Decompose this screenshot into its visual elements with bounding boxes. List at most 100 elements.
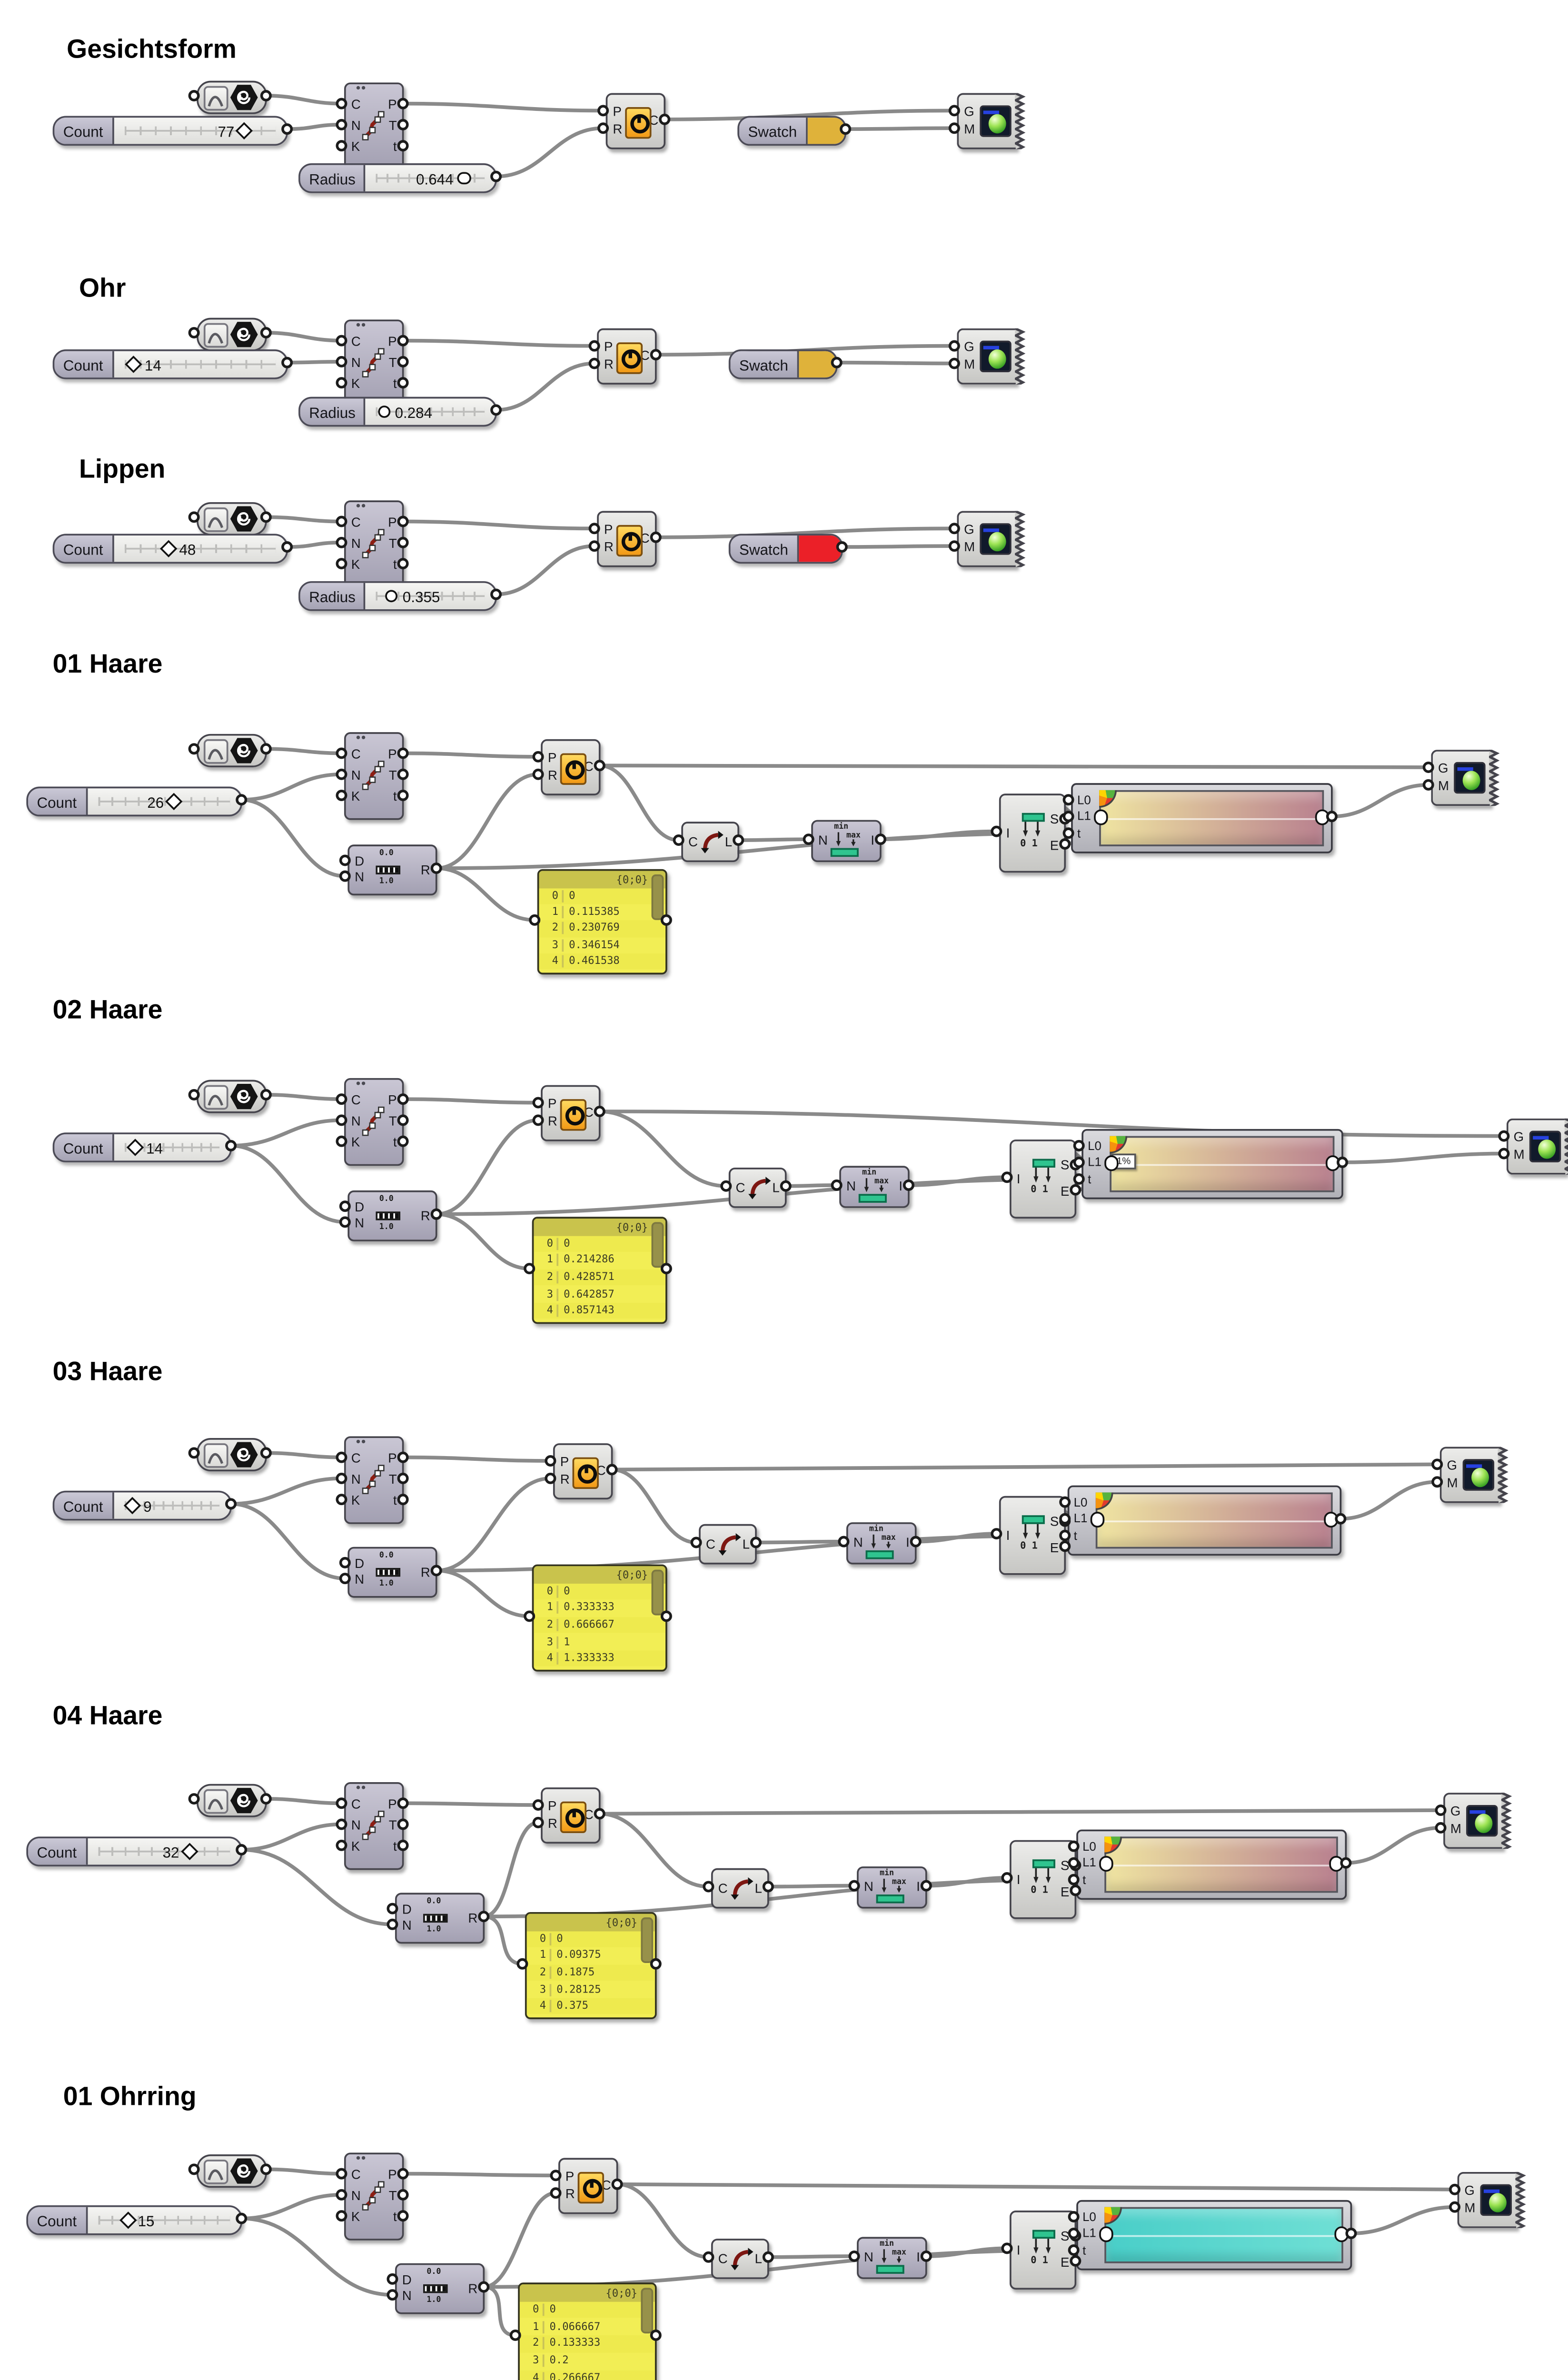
curve-parameter[interactable] bbox=[197, 80, 267, 114]
slider-grip[interactable] bbox=[127, 1139, 145, 1156]
gradient-left-grip[interactable] bbox=[1103, 1155, 1119, 1171]
gradient-fill[interactable] bbox=[1104, 1836, 1338, 1893]
slider-grip-group[interactable]: 48 bbox=[160, 536, 196, 562]
slider-track[interactable]: 32 bbox=[87, 1838, 240, 1864]
panel-scrollbar[interactable] bbox=[651, 873, 663, 920]
slider-track[interactable]: 48 bbox=[114, 536, 287, 562]
colour-swatch[interactable]: Swatch bbox=[728, 534, 843, 564]
graph-mapper-button[interactable] bbox=[203, 739, 228, 764]
graph-mapper-button[interactable] bbox=[203, 322, 228, 348]
graph-mapper-button[interactable] bbox=[203, 507, 228, 533]
graph-mapper-button[interactable] bbox=[203, 2159, 228, 2185]
gradient-left-grip[interactable] bbox=[1098, 2226, 1113, 2242]
slider-grip-group[interactable]: 77 bbox=[218, 118, 254, 144]
gradient-right-grip[interactable] bbox=[1333, 2226, 1349, 2242]
slider-track[interactable]: 15 bbox=[87, 2207, 240, 2233]
slider-grip[interactable] bbox=[457, 171, 471, 185]
gradient-left-grip[interactable] bbox=[1089, 1512, 1105, 1527]
slider-track[interactable]: 9 bbox=[114, 1492, 230, 1518]
graph-mapper-button[interactable] bbox=[203, 1789, 228, 1815]
slider-grip-group[interactable]: 14 bbox=[127, 1134, 163, 1160]
gradient-right-grip[interactable] bbox=[1328, 1856, 1343, 1871]
graph-mapper-button[interactable] bbox=[203, 1084, 228, 1111]
slider-grip-group[interactable]: 0.284 bbox=[377, 398, 432, 425]
graph-mapper-button[interactable] bbox=[203, 85, 228, 111]
slider-grip-group[interactable]: 0.644 bbox=[416, 165, 471, 191]
panel-scrollbar[interactable] bbox=[651, 1221, 663, 1267]
gradient-right-grip[interactable] bbox=[1323, 1512, 1338, 1527]
slider-grip-group[interactable]: 9 bbox=[124, 1492, 152, 1518]
panel-scrollbar[interactable] bbox=[641, 2287, 653, 2333]
gradient-left-grip[interactable] bbox=[1098, 1856, 1113, 1871]
slider-track[interactable]: 26 bbox=[87, 788, 240, 814]
curve-parameter[interactable] bbox=[197, 2154, 267, 2188]
colour-swatch[interactable]: Swatch bbox=[728, 349, 838, 379]
curve-parameter[interactable] bbox=[197, 734, 267, 767]
slider-track[interactable]: 0.355 bbox=[366, 583, 495, 609]
swatch-colour-chip[interactable] bbox=[798, 536, 841, 562]
gradient-right-grip[interactable] bbox=[1325, 1155, 1340, 1171]
slider-track[interactable]: 0.644 bbox=[366, 165, 495, 191]
gradient-left-grip[interactable] bbox=[1093, 810, 1108, 825]
slider-grip-group[interactable]: 32 bbox=[162, 1838, 198, 1864]
slider-track[interactable]: 14 bbox=[114, 351, 287, 377]
curve-parameter[interactable] bbox=[197, 1438, 267, 1472]
curve-parameter[interactable] bbox=[197, 502, 267, 536]
swatch-colour-chip[interactable] bbox=[798, 351, 836, 378]
slider-grip[interactable] bbox=[377, 405, 391, 418]
slider-grip-group[interactable]: 26 bbox=[147, 788, 183, 814]
slider-grip[interactable] bbox=[181, 1843, 198, 1860]
